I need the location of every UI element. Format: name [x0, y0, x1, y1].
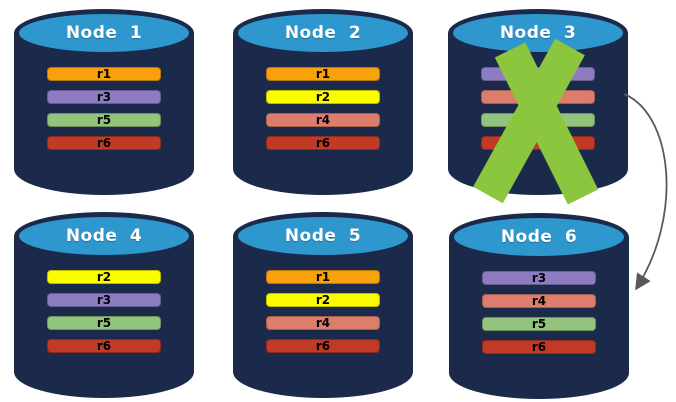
node-5-cylinder-top: Node 5 — [233, 212, 413, 260]
node-1: Node 1 r1 r3 r5 r6 — [14, 9, 194, 195]
node-5-replica-list: r1 r2 r4 r6 — [266, 270, 380, 362]
replica-bar-r2: r2 — [47, 270, 161, 284]
node-1-cylinder-top: Node 1 — [14, 9, 194, 57]
replica-bar-r5: r5 — [47, 113, 161, 127]
replica-bar-r4: r4 — [266, 113, 380, 127]
replica-bar-r6: r6 — [266, 339, 380, 353]
replica-bar-r3: r3 — [47, 90, 161, 104]
replica-bar-r3: r3 — [47, 293, 161, 307]
node-1-replica-list: r1 r3 r5 r6 — [47, 67, 161, 159]
replica-bar-r3: r3 — [482, 271, 596, 285]
node-3-cylinder-top: Node 3 — [448, 9, 628, 57]
node-2-replica-list: r1 r2 r4 r6 — [266, 67, 380, 159]
node-4: Node 4 r2 r3 r5 r6 — [14, 212, 194, 398]
failure-x-stroke-2 — [473, 38, 585, 204]
node-6-replica-list: r3 r4 r5 r6 — [482, 271, 596, 363]
replica-bar-r5: r5 — [47, 316, 161, 330]
replica-bar-r6: r6 — [47, 136, 161, 150]
replica-bar-r1: r1 — [266, 270, 380, 284]
node-6-title: Node 6 — [500, 227, 578, 247]
node-6: Node 6 r3 r4 r5 r6 — [449, 213, 629, 399]
node-1-title: Node 1 — [65, 23, 143, 43]
replica-bar-r2: r2 — [266, 90, 380, 104]
node-4-replica-list: r2 r3 r5 r6 — [47, 270, 161, 362]
node-2-title: Node 2 — [284, 23, 362, 43]
replica-bar-r4: r4 — [266, 316, 380, 330]
node-3-title: Node 3 — [499, 23, 577, 43]
node-5: Node 5 r1 r2 r4 r6 — [233, 212, 413, 398]
replica-bar-r1: r1 — [266, 67, 380, 81]
replica-bar-r6: r6 — [266, 136, 380, 150]
node-5-title: Node 5 — [284, 226, 362, 246]
node-4-cylinder-top: Node 4 — [14, 212, 194, 260]
replica-bar-r2: r2 — [266, 293, 380, 307]
failure-x-icon — [473, 38, 599, 205]
node-2-cylinder-top: Node 2 — [233, 9, 413, 57]
replica-bar-r6: r6 — [47, 339, 161, 353]
node-2: Node 2 r1 r2 r4 r6 — [233, 9, 413, 195]
replica-bar-r5: r5 — [482, 317, 596, 331]
replica-bar-r4: r4 — [482, 294, 596, 308]
node-6-cylinder-top: Node 6 — [449, 213, 629, 261]
replica-bar-r1: r1 — [47, 67, 161, 81]
failover-arrow-path — [623, 93, 668, 291]
replica-bar-r6: r6 — [482, 340, 596, 354]
node-4-title: Node 4 — [65, 226, 143, 246]
